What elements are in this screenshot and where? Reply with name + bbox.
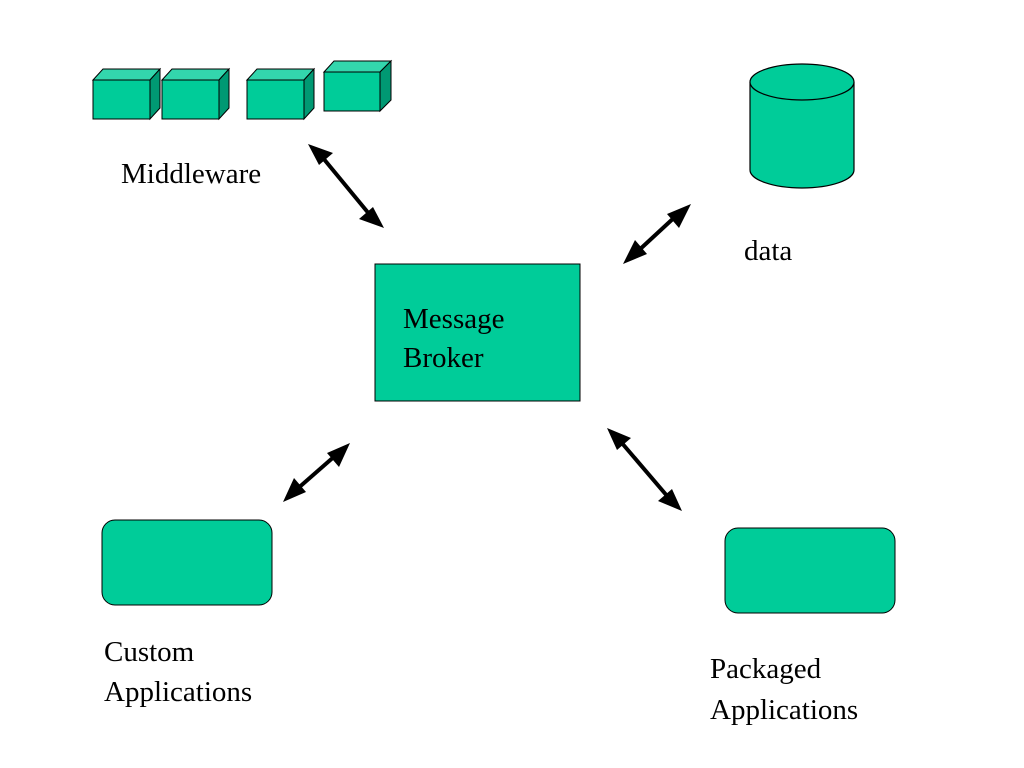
cube-icon <box>91 67 162 121</box>
arrowhead <box>623 240 647 264</box>
arrows <box>283 144 691 511</box>
cube-icon <box>322 59 393 113</box>
arrow-middleware-broker <box>321 156 372 217</box>
arrowhead <box>359 207 384 228</box>
database-cylinder-icon <box>749 63 855 189</box>
custom-applications-box <box>101 519 273 606</box>
custom-label-line1: Custom <box>104 636 195 668</box>
cubes-icon <box>91 59 393 121</box>
cube-icon <box>245 67 316 121</box>
arrow-custom-broker <box>294 453 338 492</box>
arrow-packaged-broker <box>619 440 670 499</box>
middleware-label: Middleware <box>121 158 261 190</box>
data-label: data <box>744 235 792 267</box>
arrowhead <box>667 204 691 228</box>
arrow-data-broker <box>635 213 679 254</box>
message-broker-box <box>374 263 581 402</box>
arrowhead <box>308 144 333 165</box>
arrowhead <box>327 443 350 467</box>
packaged-label-line2: Applications <box>710 694 858 726</box>
cube-icon <box>160 67 231 121</box>
broker-label-line1: Message <box>403 303 504 335</box>
arrowhead <box>283 478 306 502</box>
broker-label-line2: Broker <box>403 342 484 374</box>
packaged-label-line1: Packaged <box>710 653 822 685</box>
arrowhead <box>658 489 682 511</box>
packaged-applications-box <box>724 527 896 614</box>
arrowhead <box>607 428 631 450</box>
custom-label-line2: Applications <box>104 676 252 708</box>
